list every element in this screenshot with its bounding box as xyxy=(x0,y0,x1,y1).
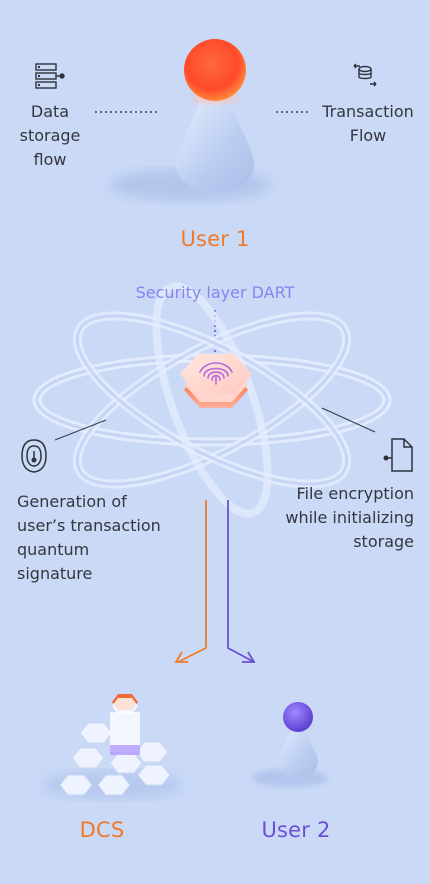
fingerprint-shield-icon xyxy=(21,439,47,473)
dcs-cluster xyxy=(42,694,182,799)
security-hexagon xyxy=(180,354,252,408)
security-layer-label: Security layer DART xyxy=(135,283,295,302)
user1-label: User 1 xyxy=(180,227,250,251)
user2-label: User 2 xyxy=(261,818,331,842)
transaction-flow-label: Transaction Flow xyxy=(322,102,414,145)
data-storage-flow-label: Data storage flow xyxy=(19,102,81,169)
user2-figure xyxy=(252,702,328,787)
coin-exchange-icon xyxy=(353,63,377,87)
encryption-leader xyxy=(321,407,376,433)
signature-leader xyxy=(54,419,107,441)
orange-flow-arrow xyxy=(174,500,207,663)
signature-label: Generation of user’s transaction quantum… xyxy=(17,492,161,583)
server-stack-icon xyxy=(35,63,65,89)
file-icon xyxy=(383,438,413,472)
orbit-rings xyxy=(32,282,392,518)
user1-figure xyxy=(110,39,270,201)
dcs-label: DCS xyxy=(79,818,125,842)
encryption-label: File encryption while initializing stora… xyxy=(285,484,414,551)
purple-flow-arrow xyxy=(227,500,256,663)
